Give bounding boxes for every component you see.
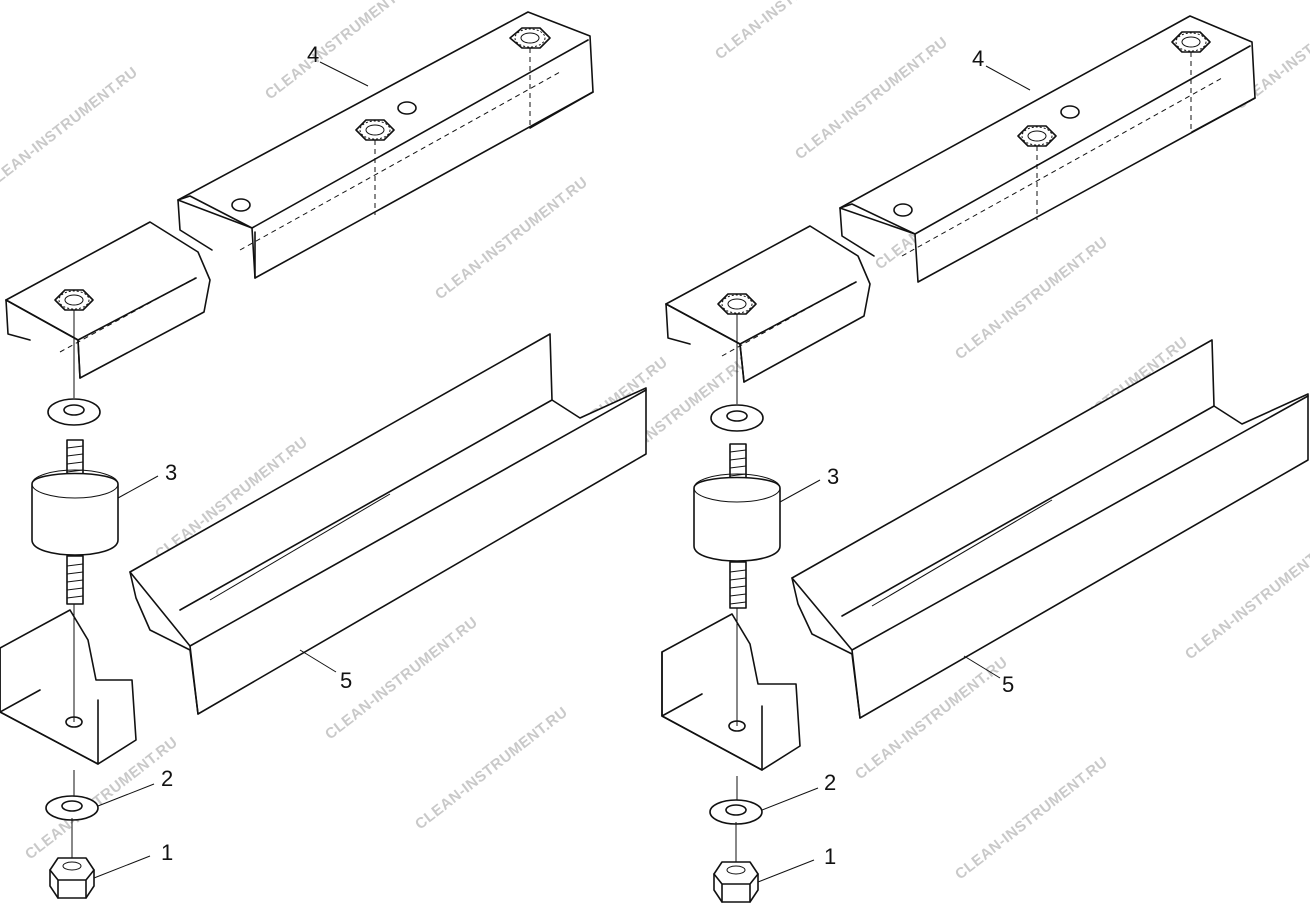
callout-2: 2 — [824, 770, 836, 795]
watermark-text: CLEAN-INSTRUMENT.RU — [712, 0, 871, 63]
hex-nut-top — [1171, 31, 1211, 53]
lower-washer — [709, 799, 763, 862]
hex-nut-bottom — [713, 861, 759, 903]
watermark-text: CLEAN-INSTRUMENT.RU — [952, 234, 1111, 364]
hex-nut-top — [355, 119, 395, 141]
watermark-text: CLEAN-INSTRUMENT.RU — [0, 64, 141, 194]
lower-channel-rail — [791, 339, 1309, 719]
assembly-left: 4 3 5 2 1 — [0, 11, 647, 899]
hex-nut-bottom — [49, 857, 95, 899]
lower-channel-rail — [129, 333, 647, 715]
anti-vibration-mount — [31, 439, 119, 605]
callout-4: 4 — [307, 42, 319, 67]
callout-3: 3 — [827, 464, 839, 489]
watermark-text: CLEAN-INSTRUMENT.RU — [792, 34, 951, 164]
callout-4: 4 — [972, 46, 984, 71]
lower-washer — [45, 795, 99, 858]
upper-washer — [710, 404, 764, 432]
lower-mounting-bracket — [661, 608, 801, 804]
callout-2: 2 — [161, 766, 173, 791]
callout-1: 1 — [824, 844, 836, 869]
watermark-text: CLEAN-INSTRUMENT.RU — [952, 754, 1111, 884]
hex-nut-top — [1017, 125, 1057, 147]
upper-channel-end — [665, 225, 871, 404]
anti-vibration-mount — [693, 443, 781, 609]
lower-mounting-bracket — [0, 604, 137, 800]
callout-3: 3 — [165, 460, 177, 485]
assembly-right: 4 3 5 2 1 — [661, 15, 1309, 903]
callout-1: 1 — [161, 840, 173, 865]
upper-channel-end — [5, 221, 211, 398]
hex-nut-top — [717, 293, 757, 315]
hex-nut-top — [509, 27, 551, 49]
watermark-text: CLEAN-INSTRUMENT.RU — [432, 174, 591, 304]
callout-5: 5 — [1002, 672, 1014, 697]
callout-5: 5 — [340, 668, 352, 693]
callout-group: 4 3 5 2 1 — [93, 42, 369, 879]
callout-group: 4 3 5 2 1 — [757, 46, 1031, 883]
upper-washer — [47, 398, 101, 426]
watermark-text: CLEAN-INSTRUMENT.RU — [1182, 534, 1310, 664]
watermark-text: CLEAN-INSTRUMENT.RU — [412, 704, 571, 834]
hex-nut-top — [54, 289, 94, 311]
upper-channel-bracket — [177, 11, 594, 279]
upper-channel-bracket — [839, 15, 1256, 283]
